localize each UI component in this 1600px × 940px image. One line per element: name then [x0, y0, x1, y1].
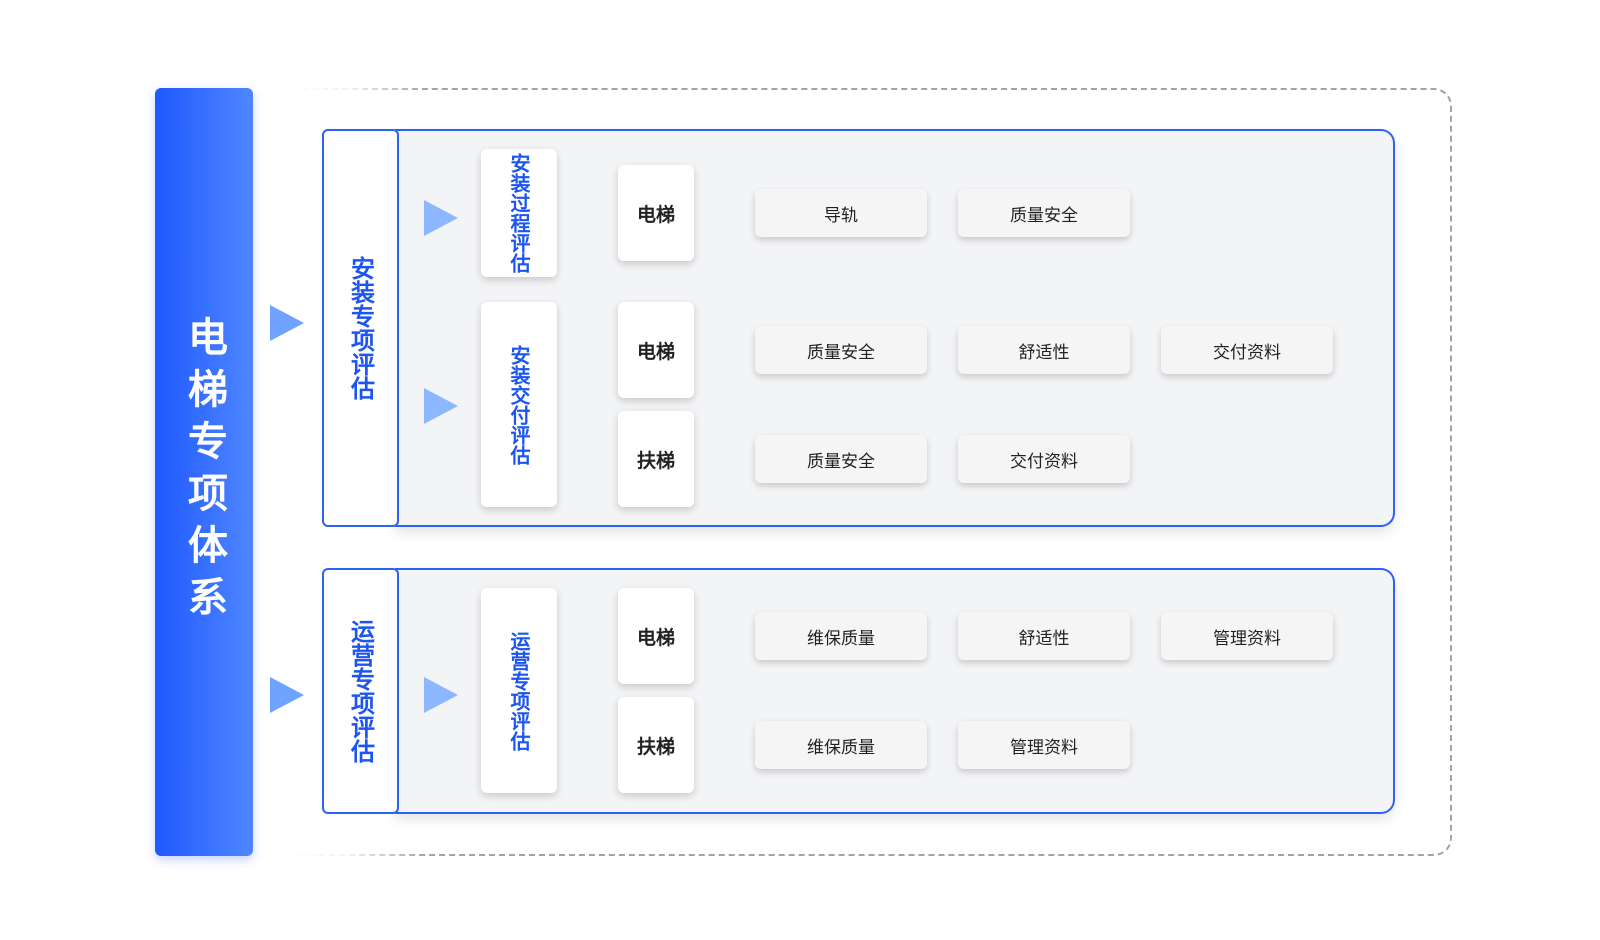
item-box: 质量安全 [958, 189, 1130, 237]
item-box: 管理资料 [1161, 612, 1333, 660]
group-install-process: 安装过程评估 [481, 149, 557, 277]
category-operation: 运营专项评估 [322, 568, 399, 814]
type-elevator: 电梯 [618, 165, 694, 261]
category-label: 安装专项评估 [346, 256, 375, 400]
arrow-right-icon [424, 388, 458, 424]
group-label: 运营专项评估 [507, 630, 531, 751]
group-label: 安装过程评估 [507, 153, 531, 273]
type-escalator: 扶梯 [618, 411, 694, 507]
group-label: 安装交付评估 [507, 344, 531, 465]
root-node: 电梯专项体系 [155, 88, 253, 856]
group-install-delivery: 安装交付评估 [481, 302, 557, 507]
item-box: 维保质量 [755, 612, 927, 660]
item-box: 导轨 [755, 189, 927, 237]
arrow-right-icon [270, 677, 304, 713]
category-install: 安装专项评估 [322, 129, 399, 527]
item-box: 交付资料 [1161, 326, 1333, 374]
item-box: 质量安全 [755, 326, 927, 374]
arrow-right-icon [270, 305, 304, 341]
type-escalator: 扶梯 [618, 697, 694, 793]
item-box: 管理资料 [958, 721, 1130, 769]
operation-panel [395, 568, 1395, 814]
item-box: 舒适性 [958, 326, 1130, 374]
item-box: 质量安全 [755, 435, 927, 483]
type-elevator: 电梯 [618, 588, 694, 684]
group-operation: 运营专项评估 [481, 588, 557, 793]
category-label: 运营专项评估 [346, 619, 375, 763]
item-box: 交付资料 [958, 435, 1130, 483]
item-box: 维保质量 [755, 721, 927, 769]
item-box: 舒适性 [958, 612, 1130, 660]
system-dashed-frame [292, 88, 1452, 856]
arrow-right-icon [424, 677, 458, 713]
arrow-right-icon [424, 200, 458, 236]
root-title: 电梯专项体系 [181, 316, 227, 628]
type-elevator: 电梯 [618, 302, 694, 398]
